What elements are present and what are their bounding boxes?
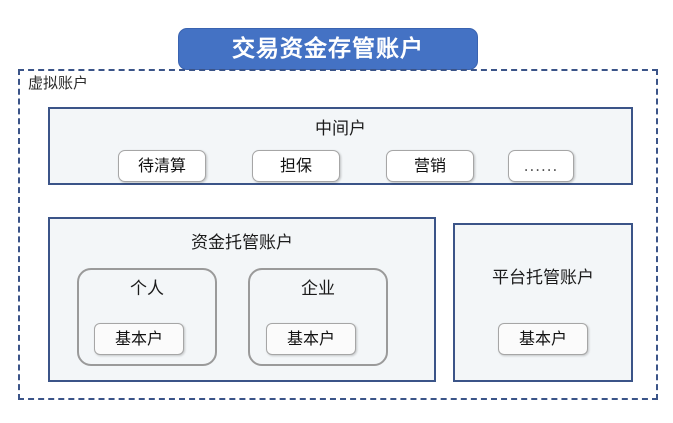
box-platform-basic-account[interactable]: 基本户 — [498, 323, 588, 355]
box-more-ellipsis[interactable]: ...... — [508, 150, 574, 182]
diagram-title-box: 交易资金存管账户 — [178, 28, 478, 70]
section-fund-custody-title: 资金托管账户 — [191, 233, 293, 253]
box-personal-basic-account[interactable]: 基本户 — [94, 323, 184, 355]
section-platform-custody-account: 平台托管账户 — [453, 223, 633, 382]
virtual-account-dashed-container — [18, 69, 658, 400]
group-corporate: 企业 — [248, 268, 388, 366]
box-pending-settlement[interactable]: 待清算 — [118, 150, 206, 182]
box-guarantee-label: 担保 — [279, 156, 312, 175]
group-corporate-title: 企业 — [301, 279, 335, 299]
section-platform-custody-title: 平台托管账户 — [492, 268, 594, 288]
virtual-account-label: 虚拟账户 — [28, 74, 89, 92]
box-corporate-basic-account[interactable]: 基本户 — [266, 323, 356, 355]
box-corporate-basic-account-label: 基本户 — [286, 329, 335, 348]
diagram-title-label: 交易资金存管账户 — [232, 35, 424, 62]
section-intermediary-title: 中间户 — [315, 119, 366, 139]
section-fund-custody-account: 资金托管账户 — [48, 217, 436, 382]
box-personal-basic-account-label: 基本户 — [114, 329, 163, 348]
box-marketing[interactable]: 营销 — [386, 150, 474, 182]
box-pending-settlement-label: 待清算 — [137, 156, 186, 175]
group-personal: 个人 — [77, 268, 217, 366]
box-more-ellipsis-label: ...... — [523, 156, 559, 175]
box-platform-basic-account-label: 基本户 — [518, 329, 567, 348]
box-guarantee[interactable]: 担保 — [252, 150, 340, 182]
box-marketing-label: 营销 — [413, 156, 446, 175]
group-personal-title: 个人 — [130, 279, 164, 299]
